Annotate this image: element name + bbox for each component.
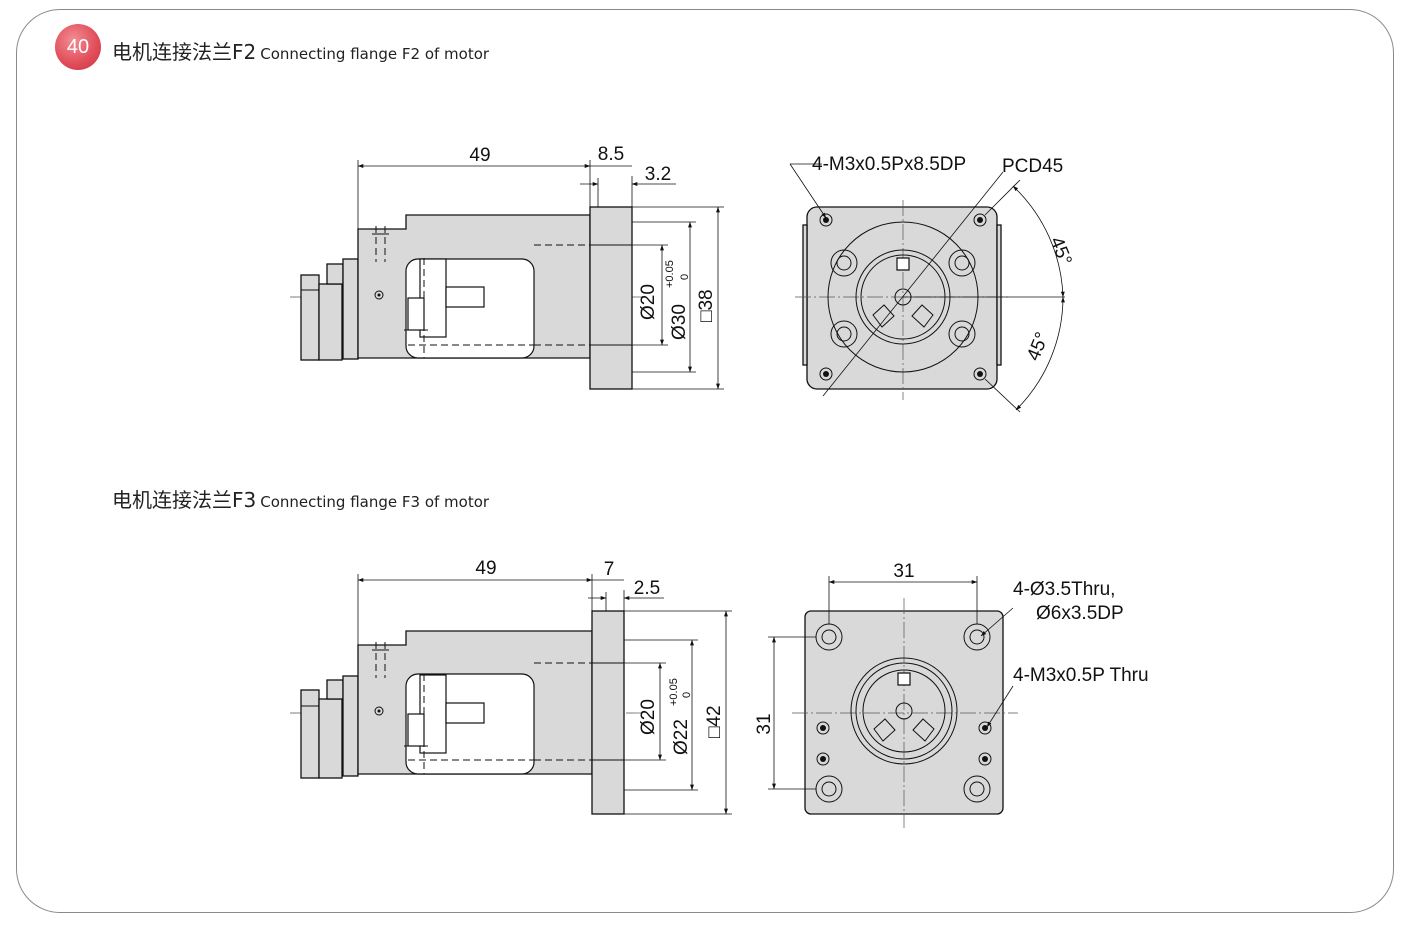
- f2-dim-flange-thickness: 8.5: [598, 144, 624, 165]
- page-frame: [16, 9, 1394, 913]
- f3-dim-square: □42: [704, 705, 725, 738]
- f2-label-tapped-holes-text: 4-M3x0.5Px8.5DP: [812, 154, 966, 175]
- f3-side-view: 49 7 2.5 Ø20 Ø22 +0.05 0 □42: [290, 558, 732, 815]
- f3-front-view: 31 31 4-Ø3.5Thru, Ø6x3.5DP 4-M3x0.5P Thr…: [754, 561, 1149, 828]
- f3-label-thru-holes-1: 4-Ø3.5Thru,: [1013, 579, 1115, 600]
- f3-dim-spigot-depth: 2.5: [634, 578, 660, 599]
- f2-side-view: 49 8.5 3.2 Ø20 Ø30 +0.05 0 □38: [290, 144, 724, 390]
- f3-tol-lower: 0: [681, 692, 693, 698]
- f2-dim-spigot-depth: 3.2: [645, 164, 671, 185]
- f2-angle-upper: 45°: [1045, 234, 1075, 269]
- f2-dim-bore: Ø20: [638, 284, 659, 320]
- f2-dim-square: □38: [696, 289, 717, 322]
- section-f2-title-cn: 电机连接法兰F2: [112, 40, 257, 64]
- f3-dim-length: 49: [475, 558, 496, 579]
- page-number-badge: 40: [55, 24, 101, 70]
- f2-angle-lower: 45°: [1023, 329, 1053, 364]
- section-f3-title-cn: 电机连接法兰F3: [112, 488, 257, 512]
- f3-dim-spigot-dia: Ø22: [671, 719, 692, 755]
- f3-dim-bore: Ø20: [638, 699, 659, 735]
- f2-dim-spigot-dia: Ø30: [669, 304, 690, 340]
- f2-tol-lower: 0: [679, 274, 691, 280]
- f3-label-tapped-holes: 4-M3x0.5P Thru: [1013, 665, 1149, 686]
- f3-tol-upper: +0.05: [668, 678, 680, 706]
- section-f3-title-en: Connecting flange F3 of motor: [260, 493, 490, 511]
- f2-tol-upper: +0.05: [664, 260, 676, 288]
- f3-dim-flange-thickness: 7: [604, 559, 615, 580]
- f3-dim-pitch-v: 31: [754, 713, 775, 734]
- f3-tapped-holes: [816, 721, 992, 766]
- f2-dim-length: 49: [469, 145, 490, 166]
- f2-front-view: 4-M3x0.5Px8.5DP PCD45 45° 45°: [789, 154, 1076, 413]
- f2-label-pcd: PCD45: [1002, 156, 1063, 177]
- f3-label-thru-holes-2: Ø6x3.5DP: [1036, 603, 1124, 624]
- f2-pcd-holes: [830, 249, 976, 348]
- section-f2-title-en: Connecting flange F2 of motor: [260, 45, 490, 63]
- f3-dim-pitch-h: 31: [893, 561, 914, 582]
